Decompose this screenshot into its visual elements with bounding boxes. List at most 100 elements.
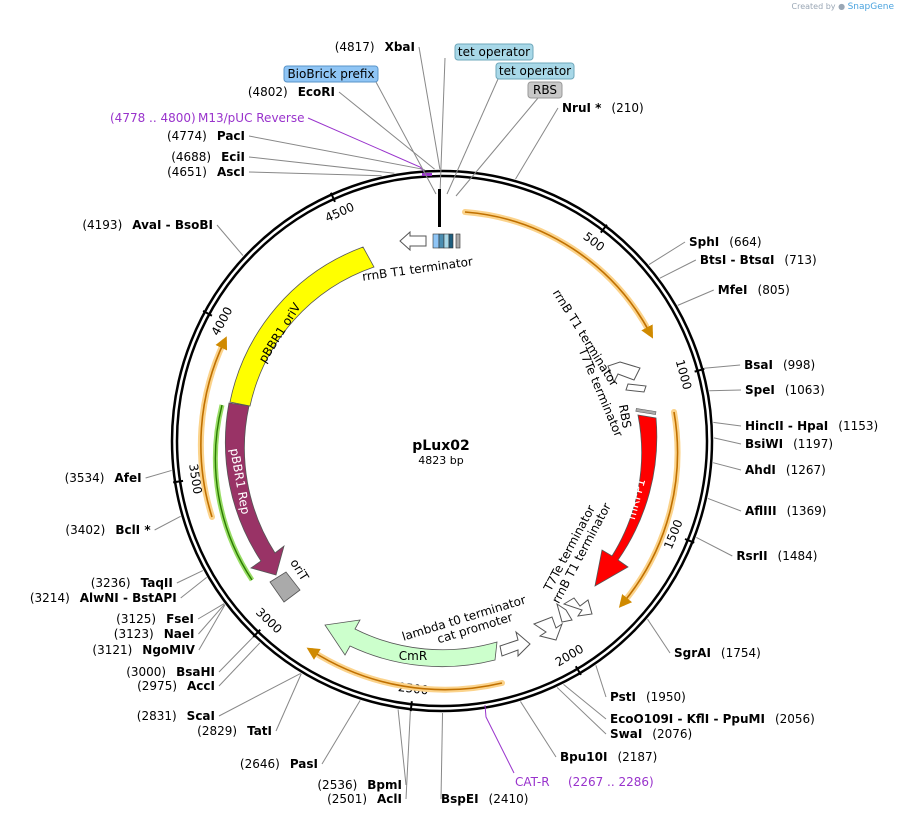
enzyme-site: AflIII(1369) [707,497,826,518]
rbs-top-tag [527,81,563,99]
xbai-site-mark [438,189,441,227]
enzyme-name: MfeI [718,283,748,297]
enzyme-position: (2646) [240,757,280,771]
enzyme-leader [275,673,302,732]
enzyme-leader [218,672,301,717]
enzyme-label: (4688) EciI [171,150,245,164]
enzyme-leader [248,156,395,174]
enzyme-name: SwaI [610,727,642,741]
enzyme-site: (2646) PasI [240,700,361,771]
enzyme-name: NruI * [562,101,602,115]
enzyme-name: BsiWI [745,437,783,451]
credit-prefix: Created by [791,2,836,11]
enzyme-label: (4802) EcoRI [248,85,335,99]
enzyme-name: FseI [166,612,194,626]
enzyme-label: BspEI(2410) [441,792,528,806]
rbs-top-leader [455,97,539,197]
primer-m13-label: M13/pUC Reverse [198,111,305,125]
enzyme-position: (1950) [646,690,686,704]
enzyme-label: RsrII(1484) [736,549,817,563]
enzyme-name: EcoRI [298,85,335,99]
inner-labels: rrnB T1 terminator rrnB T1 terminator T7… [361,254,634,646]
enzyme-label: NruI *(210) [562,101,644,115]
enzyme-name: TatI [247,724,272,738]
primer-m13-range: (4778 .. 4800) [110,111,196,125]
arc-2 [618,411,679,608]
pbbr1-rep-shape [224,402,285,576]
enzyme-site: HincII - HpaI(1153) [713,419,878,433]
enzyme-site: BspEI(2410) [440,712,528,806]
enzyme-label: EcoO109I - KflI - PpuMI(2056) [610,712,815,726]
enzyme-leader [648,241,686,265]
enzyme-site: (3402)BclI * [65,515,181,537]
enzyme-position: (4817) [335,40,375,54]
enzyme-leader [418,46,441,170]
primer-cat-r: CAT-R (2267 .. 2286) [484,704,654,789]
enzyme-site: (3214)AlwNI - BstAPI [30,577,207,605]
top-feature-blocks [399,189,461,252]
enzyme-site: EcoO109I - KflI - PpuMI(2056) [563,683,815,726]
rbs-right-label: RBS [616,403,634,429]
enzyme-name: PasI [290,757,318,771]
enzyme-name: XbaI [385,40,415,54]
enzyme-name: AflIII [745,504,777,518]
enzyme-position: (4802) [248,85,288,99]
rrnb-right-arrow [607,361,641,384]
enzyme-site: Bpu10I(2187) [520,701,657,764]
cmr-shape [324,619,498,668]
enzyme-position: (713) [784,253,816,267]
enzyme-name: BclI * [115,523,151,537]
enzyme-position: (1754) [721,646,761,660]
tick-mark [600,224,608,234]
enzyme-leader [556,687,607,735]
tick-label: 1000 [673,358,695,391]
enzyme-name: AscI [217,165,245,179]
green-arc [214,404,253,581]
enzyme-site: BtsI - BtsαI (713) [659,253,817,279]
enzyme-name: BtsI - BtsαI [700,253,775,267]
biobrick-block [432,233,440,249]
enzyme-site: (4802) EcoRI [248,85,435,170]
enzyme-name: TaqII [141,576,173,590]
enzyme-position: (2056) [775,712,815,726]
enzyme-leader [709,389,742,392]
enzyme-label: (4774)PacI [167,129,245,143]
primer-m13: (4778 .. 4800) M13/pUC Reverse [110,111,432,176]
enzyme-position: (1197) [793,437,833,451]
enzyme-position: (4688) [171,150,211,164]
enzyme-site: NruI *(210) [515,101,644,180]
enzyme-label: PstI(1950) [610,690,686,704]
enzyme-site: RsrII(1484) [696,537,817,563]
enzyme-position: (1267) [786,463,826,477]
enzyme-leader [405,711,411,800]
arc-1 [464,211,654,339]
enzyme-site: SwaI(2076) [556,687,692,741]
enzyme-leader [713,421,742,427]
cmr-label: CmR [399,649,427,663]
tet-operator-block-1 [438,233,445,249]
enzyme-leader [563,683,607,720]
enzyme-label: (3236)TaqII [91,576,173,590]
backbone-outer-strand [170,169,714,713]
enzyme-label: (3214)AlwNI - BstAPI [30,591,177,605]
arc-1-halo [462,209,653,336]
biobrick-prefix-leader [375,81,437,195]
rrnb-lower-arrow [562,597,593,617]
enzyme-site: (4688) EciI [171,150,395,174]
tick-mark [694,367,705,373]
enzyme-site: (3534)AfeI [65,469,172,485]
enzyme-position: (3125) [116,612,156,626]
primer-cat-r-leader [484,704,515,774]
enzyme-name: EciI [221,150,245,164]
enzyme-label: (3534)AfeI [65,471,142,485]
enzyme-position: (805) [758,283,790,297]
enzyme-name: ScaI [187,709,215,723]
enzyme-position: (2975) [137,679,177,693]
enzyme-label: (2975)AccI [137,679,215,693]
enzyme-name: SgrAI [674,646,711,660]
enzyme-name: NgoMIV [142,643,195,657]
enzyme-leader [713,437,742,445]
enzyme-position: (4651) [167,165,207,179]
enzyme-name: SpeI [745,383,775,397]
rbs-top-label: RBS [533,83,557,97]
